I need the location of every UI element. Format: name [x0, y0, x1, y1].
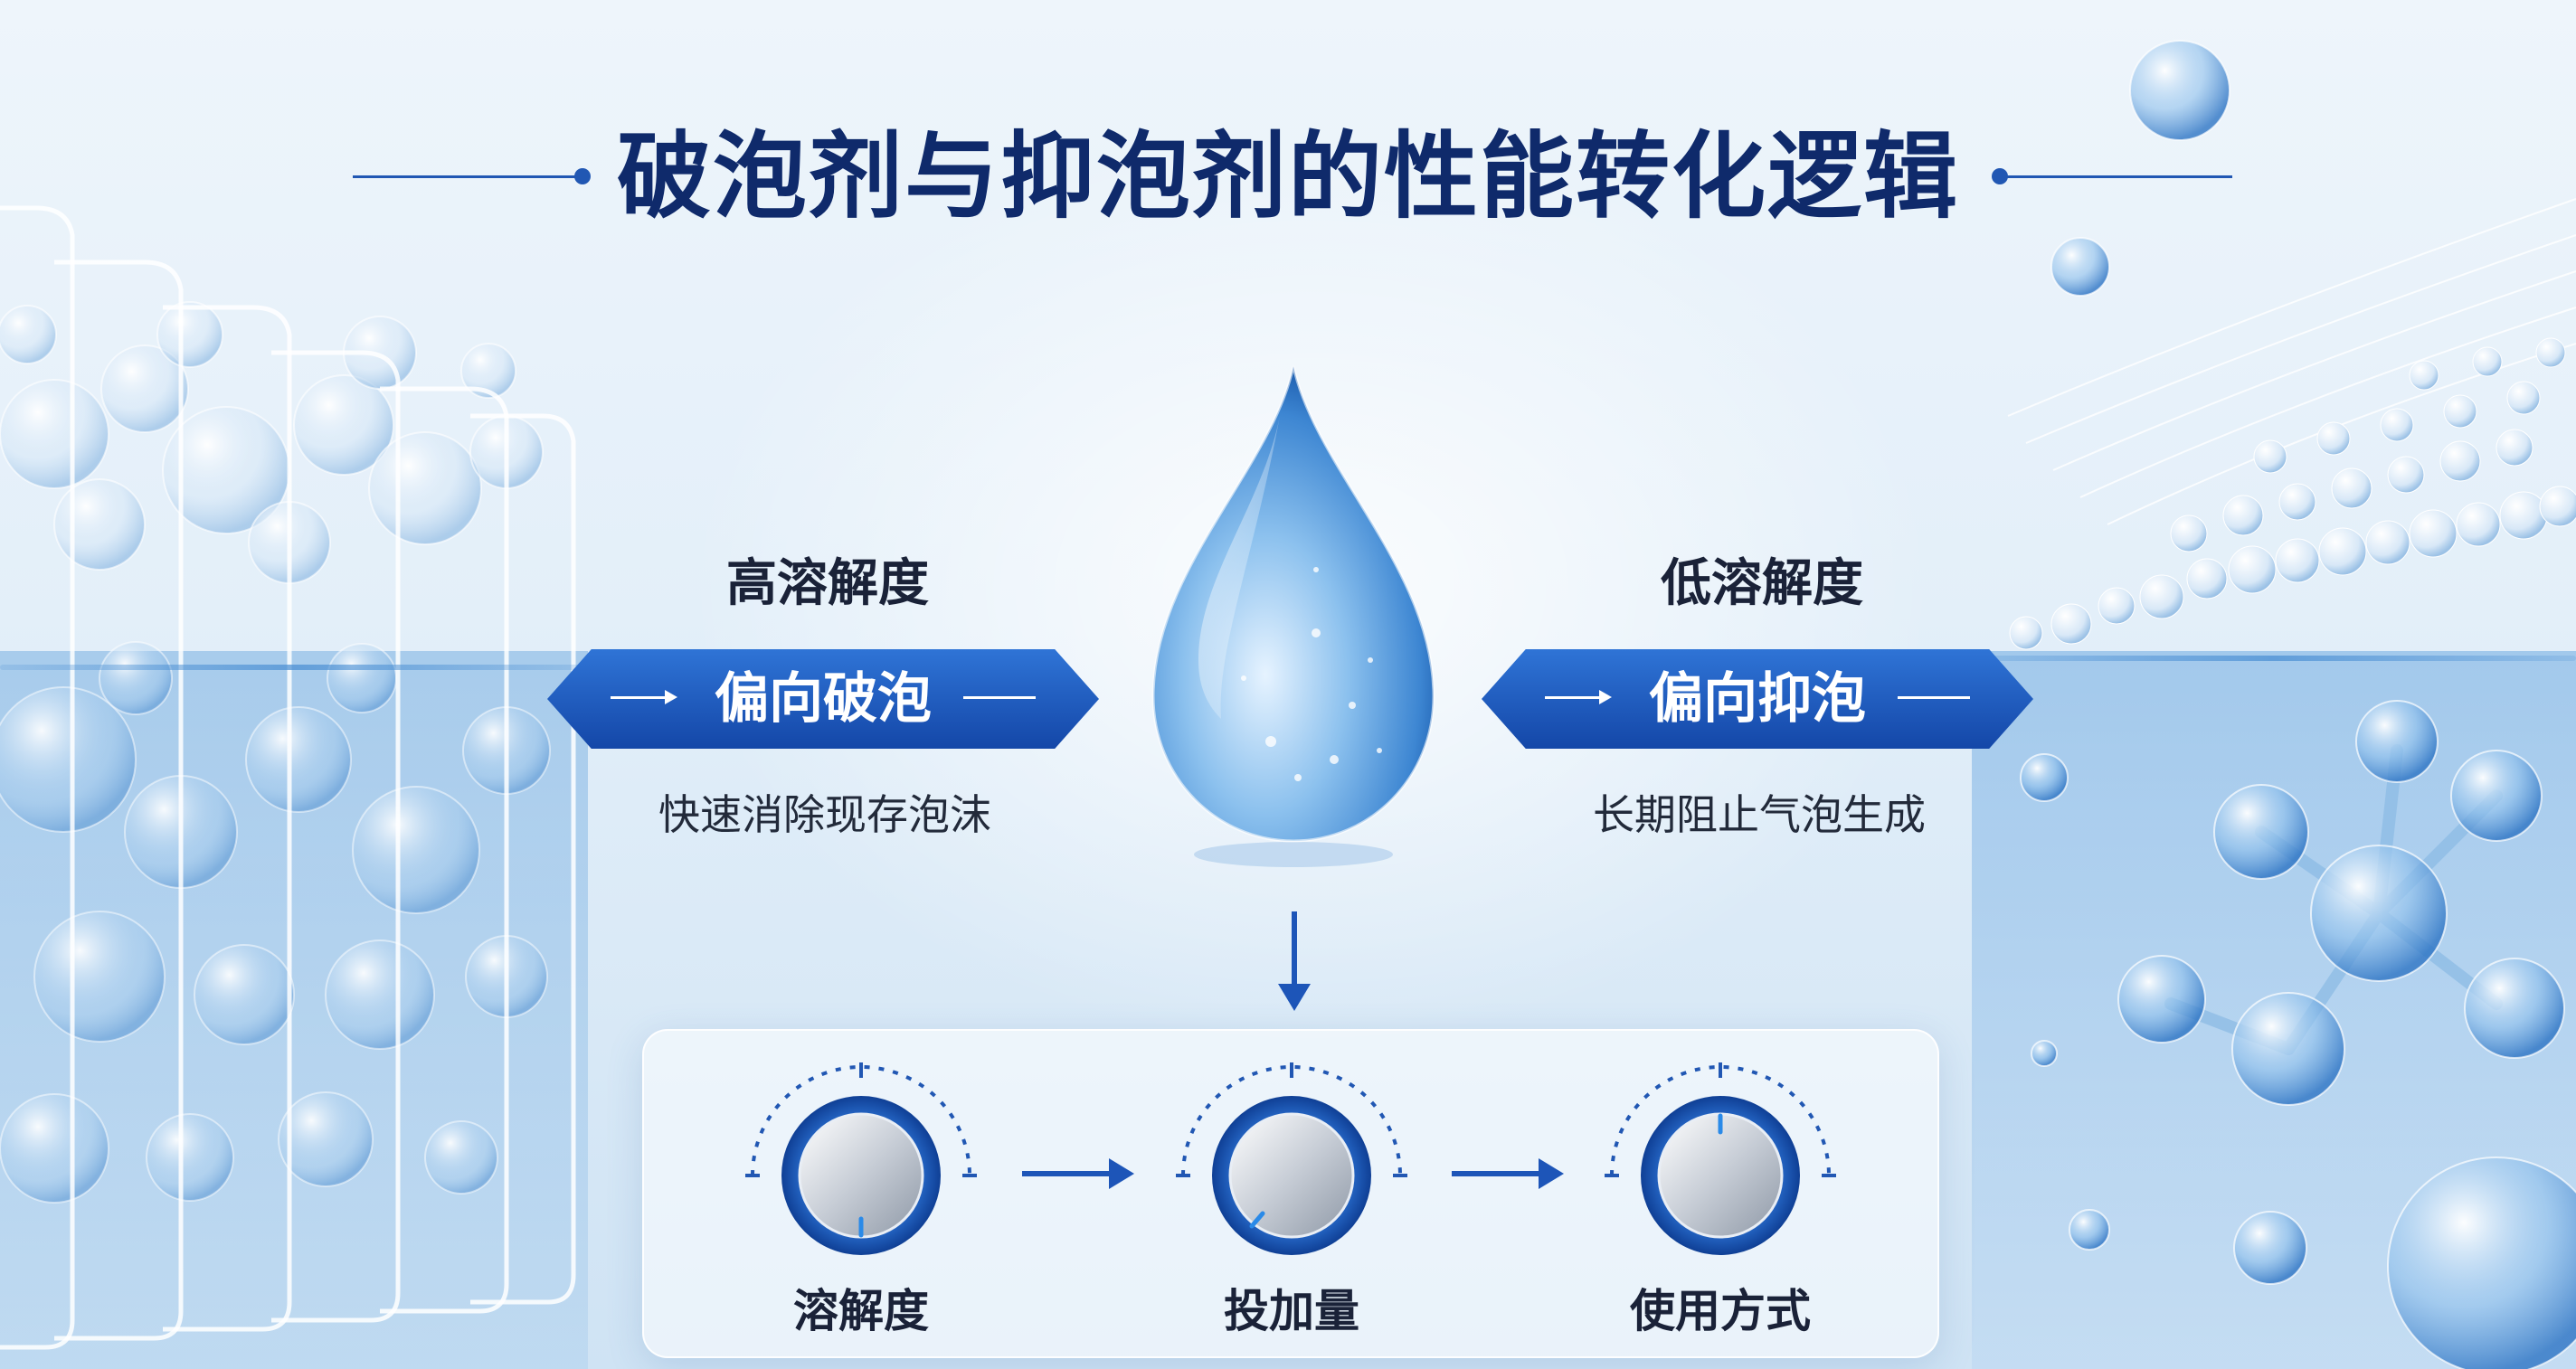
knob-icon: [1605, 1062, 1836, 1255]
solubility-label: 溶解度: [793, 1285, 929, 1337]
foam-container-icon: [0, 205, 576, 1350]
knob-icon: [745, 1062, 977, 1255]
water-drop-icon: [1151, 365, 1435, 867]
high-solubility-label: 高溶解度: [726, 554, 929, 613]
arrow-right-icon: [1545, 690, 1612, 704]
title-row: 破泡剂与抑泡剂的性能转化逻辑: [0, 118, 2576, 235]
arrow-right-icon: [611, 690, 677, 704]
arrow-right-icon: [1452, 1158, 1564, 1189]
antifoam-tendency: 偏向抑泡: [1649, 667, 1866, 731]
defoam-tendency: 偏向破泡: [715, 667, 932, 731]
water-surface-left: [0, 665, 588, 670]
title-right-line: [2006, 175, 2232, 178]
low-solubility-label: 低溶解度: [1661, 554, 1863, 613]
title-left-dot: [574, 168, 591, 184]
title-left-line: [353, 175, 579, 178]
ribbon-dash: [963, 696, 1036, 699]
right-decor: [2007, 40, 2576, 1369]
dosage-label: 投加量: [1224, 1285, 1359, 1337]
usage-mode-label: 使用方式: [1630, 1285, 1811, 1337]
knob-icon: [1176, 1062, 1407, 1255]
solubility-knob[interactable]: 溶解度: [734, 1058, 988, 1337]
defoam-description: 快速消除现存泡沫: [658, 790, 991, 839]
molecule-icon: [2117, 700, 2565, 1106]
defoam-ribbon: 偏向破泡: [547, 649, 1099, 749]
page-title: 破泡剂与抑泡剂的性能转化逻辑: [616, 121, 1959, 231]
water-surface-right: [1972, 656, 2576, 661]
antifoam-description: 长期阻止气泡生成: [1593, 790, 1926, 839]
title-right-dot: [1992, 168, 2008, 184]
dosage-knob[interactable]: 投加量: [1165, 1058, 1418, 1337]
arrow-right-icon: [1022, 1158, 1134, 1189]
antifoam-ribbon: 偏向抑泡: [1482, 649, 2033, 749]
ribbon-dash: [1898, 696, 1970, 699]
usage-mode-knob[interactable]: 使用方式: [1594, 1058, 1847, 1337]
arrow-down-icon: [1278, 911, 1311, 1011]
